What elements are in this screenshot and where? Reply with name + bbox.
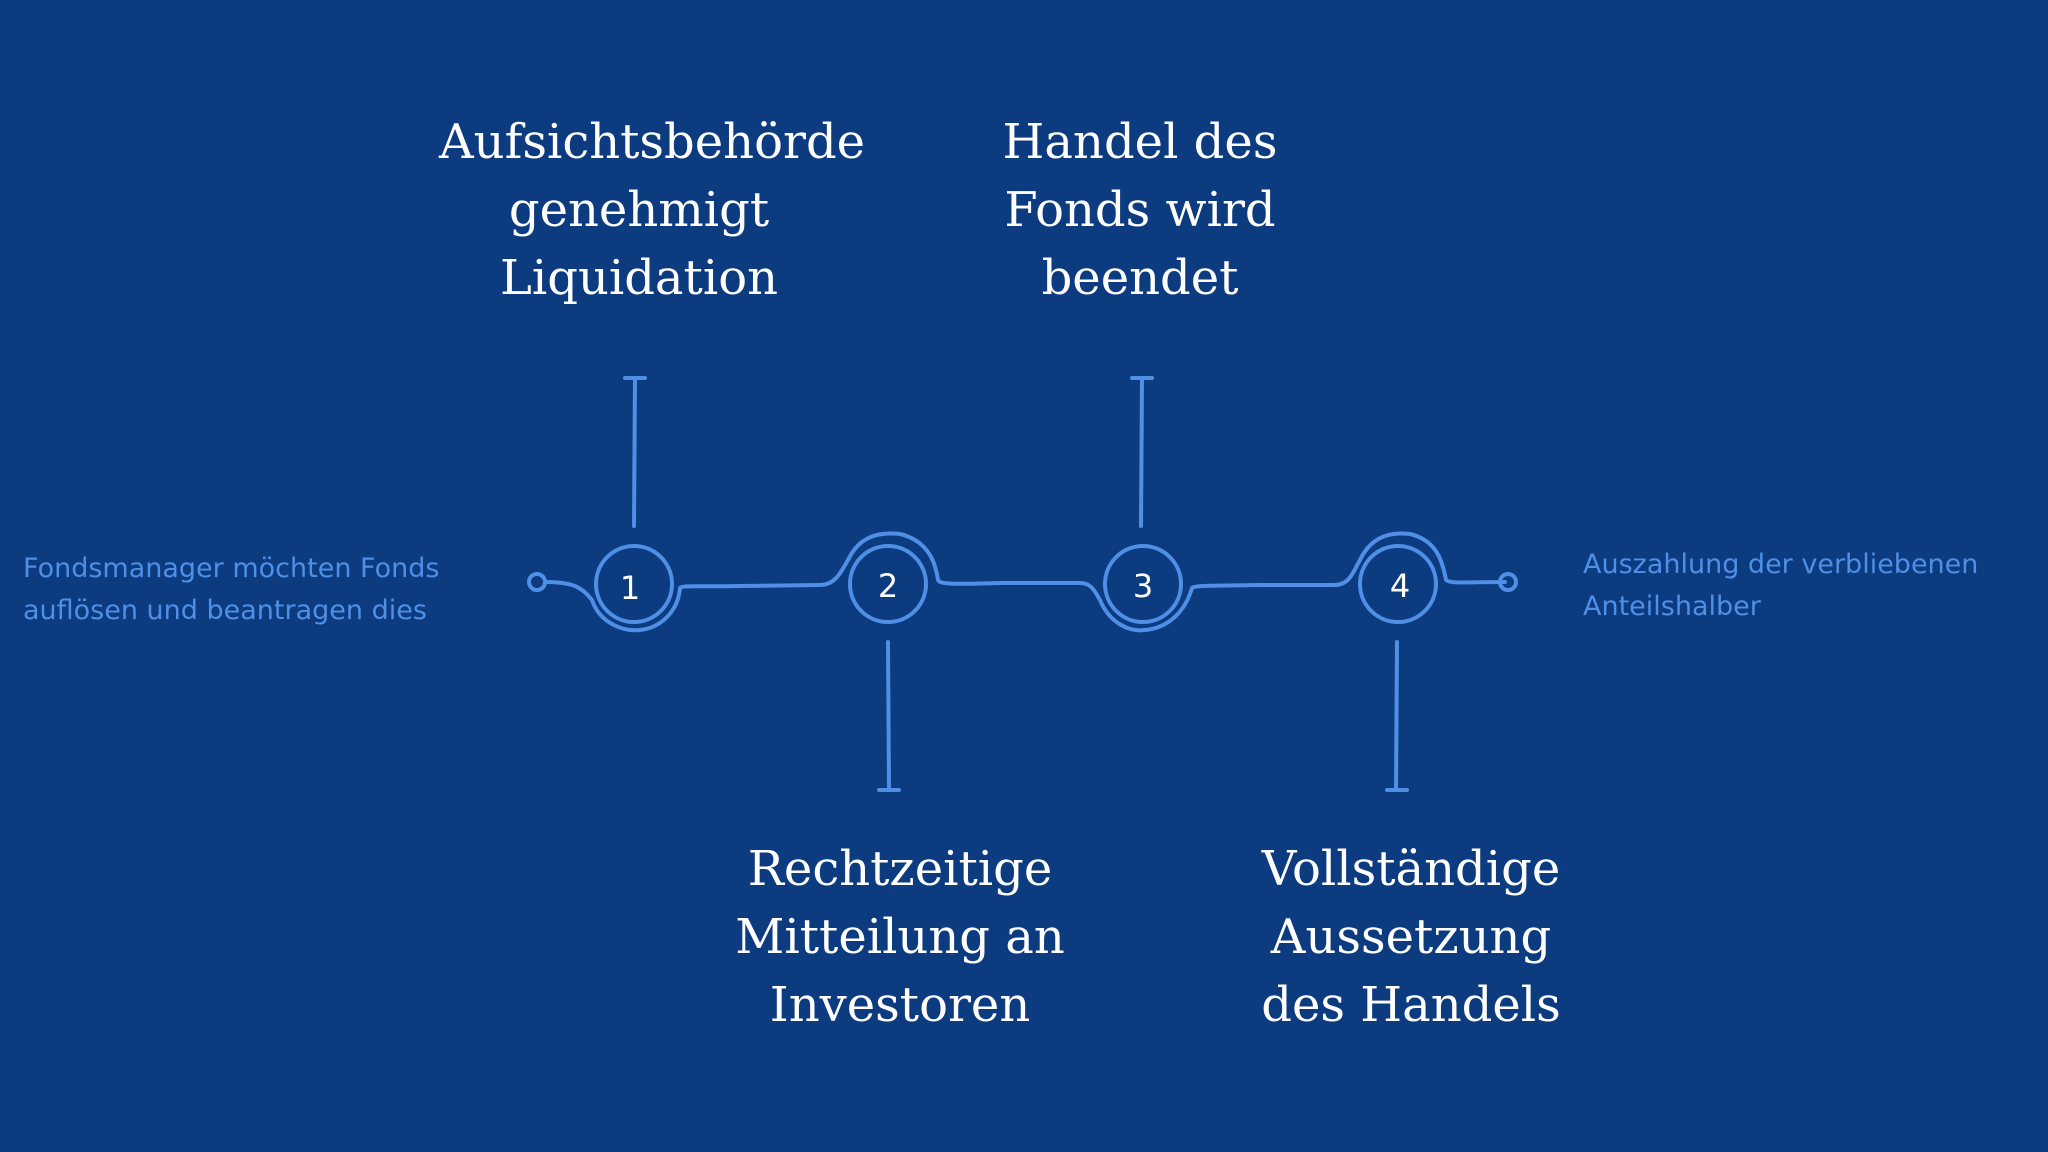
step-2-line-2: Mitteilung an (735, 909, 1065, 965)
step-3-line-1: Handel des (1002, 114, 1278, 170)
step-2-connector (886, 640, 891, 792)
end-note-line-2: Anteilshalber (1583, 591, 1761, 622)
step-1-line-2: genehmigt (508, 182, 770, 238)
step-3-number: 3 (1133, 567, 1153, 605)
step-2-line-3: Investoren (769, 977, 1031, 1033)
step-2-number: 2 (878, 567, 898, 605)
step-1-line-3: Liquidation (499, 250, 778, 306)
start-note: Fondsmanager möchten Fonds auflösen und … (23, 548, 439, 632)
start-cap-icon (527, 572, 547, 592)
step-1-label: Aufsichtsbehörde genehmigt Liquidation (439, 108, 866, 312)
step-3-line-2: Fonds wird (1004, 182, 1276, 238)
step-3-connector (1139, 376, 1144, 528)
step-4-line-3: des Handels (1261, 977, 1561, 1033)
step-4-circle (1358, 544, 1438, 624)
step-1-line-1: Aufsichtsbehörde (439, 114, 866, 170)
timeline-path (543, 531, 1507, 633)
step-2-line-1: Rechtzeitige (747, 841, 1053, 897)
step-3-line-3: beendet (1041, 250, 1239, 306)
end-cap-icon (1498, 572, 1518, 592)
end-note: Auszahlung der verbliebenen Anteilshalbe… (1583, 544, 1978, 628)
step-3-label: Handel des Fonds wird beendet (940, 108, 1340, 312)
step-4-number: 4 (1390, 567, 1410, 605)
start-note-line-1: Fondsmanager möchten Fonds (23, 553, 440, 584)
step-3-circle (1103, 544, 1183, 624)
step-2-label: Rechtzeitige Mitteilung an Investoren (700, 835, 1100, 1039)
step-4-line-1: Vollständige (1261, 841, 1561, 897)
step-4-connector (1394, 640, 1399, 792)
step-2-circle (848, 544, 928, 624)
start-note-line-2: auflösen und beantragen dies (23, 595, 427, 626)
step-1-connector (632, 376, 637, 528)
step-4-label: Vollständige Aussetzung des Handels (1211, 835, 1611, 1039)
step-4-line-2: Aussetzung (1270, 909, 1552, 965)
end-note-line-1: Auszahlung der verbliebenen (1583, 549, 1979, 580)
step-1-circle (594, 544, 674, 624)
step-1-number: 1 (620, 569, 640, 607)
